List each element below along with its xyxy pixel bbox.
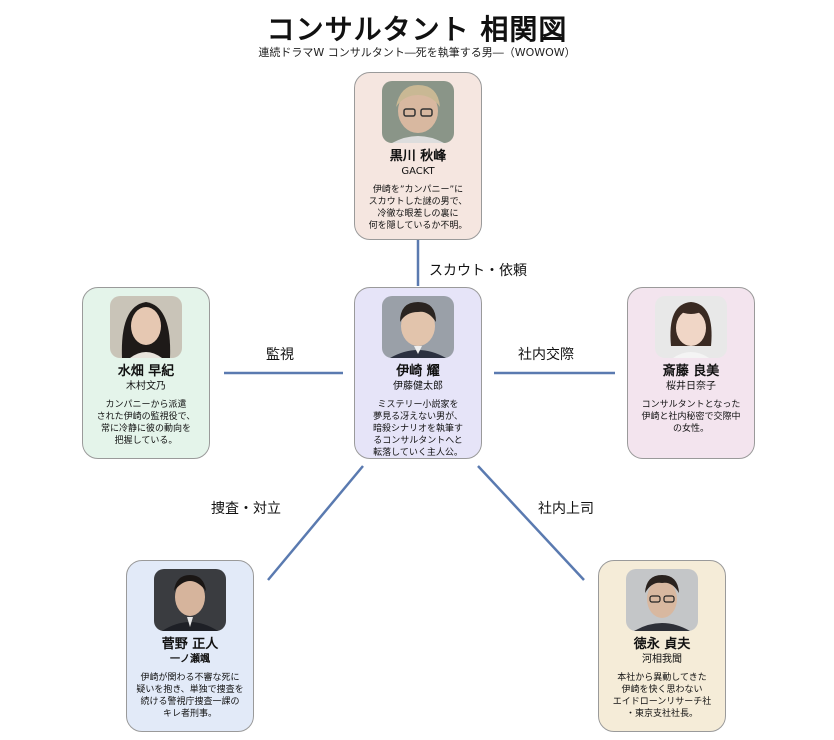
- relation-label-investigate: 捜査・対立: [211, 501, 281, 517]
- actor-name: GACKT: [401, 166, 435, 177]
- actor-name: 木村文乃: [126, 381, 166, 392]
- character-name: 菅野 正人: [161, 637, 219, 652]
- portrait-tokunaga: [626, 569, 698, 631]
- portrait-sugano: [154, 569, 226, 631]
- actor-name: 伊藤健太郎: [393, 381, 443, 392]
- portrait-izaki: [382, 296, 454, 358]
- relation-label-scout: スカウト・依頼: [429, 263, 527, 279]
- character-description: 伊崎を”カンパニー”に スカウトした謎の男で、 冷徹な眼差しの裏に 何を隠してい…: [368, 185, 468, 231]
- character-name: 黒川 秋峰: [389, 149, 447, 164]
- actor-name: 桜井日奈子: [666, 381, 716, 392]
- character-name: 水畑 早紀: [117, 364, 175, 379]
- character-card-tokunaga[interactable]: 徳永 貞夫 河相我聞 本社から異動してきた 伊崎を快く思わない エイドローンリサ…: [598, 560, 726, 732]
- relation-label-boss: 社内上司: [538, 501, 594, 517]
- line-boss: [477, 465, 585, 581]
- actor-name: 一ノ瀬颯: [170, 654, 210, 665]
- character-card-izaki[interactable]: 伊崎 耀 伊藤健太郎 ミステリー小説家を 夢見る冴えない男が、 暗殺シナリオを執…: [354, 287, 482, 459]
- character-description: 本社から異動してきた 伊崎を快く思わない エイドローンリサーチ社 ・東京支社社長…: [612, 673, 712, 719]
- relation-label-romance: 社内交際: [518, 347, 574, 363]
- character-description: ミステリー小説家を 夢見る冴えない男が、 暗殺シナリオを執筆す るコンサルタント…: [372, 400, 463, 458]
- diagram-title: コンサルタント 相関図: [266, 13, 568, 46]
- portrait-mizuhata: [110, 296, 182, 358]
- actor-name: 河相我聞: [642, 654, 682, 665]
- character-name: 斎藤 良美: [662, 364, 720, 379]
- portrait-saito: [655, 296, 727, 358]
- character-description: カンパニーから派遣 された伊崎の監視役で、 常に冷静に彼の動向を 把握している。: [96, 400, 196, 446]
- character-card-sugano[interactable]: 菅野 正人 一ノ瀬颯 伊崎が関わる不審な死に 疑いを抱き、単独で捜査を 続ける警…: [126, 560, 254, 732]
- character-card-kurokawa[interactable]: 黒川 秋峰 GACKT 伊崎を”カンパニー”に スカウトした謎の男で、 冷徹な眼…: [354, 72, 482, 240]
- relation-label-watch: 監視: [266, 347, 294, 363]
- character-name: 徳永 貞夫: [633, 637, 691, 652]
- line-investigate: [267, 465, 364, 581]
- character-description: コンサルタントとなった 伊崎と社内秘密で交際中 の女性。: [641, 400, 741, 434]
- diagram-subtitle: 連続ドラマW コンサルタント―死を執筆する男―（WOWOW）: [258, 46, 576, 59]
- character-name: 伊崎 耀: [396, 364, 440, 379]
- character-card-mizuhata[interactable]: 水畑 早紀 木村文乃 カンパニーから派遣 された伊崎の監視役で、 常に冷静に彼の…: [82, 287, 210, 459]
- character-card-saito[interactable]: 斎藤 良美 桜井日奈子 コンサルタントとなった 伊崎と社内秘密で交際中 の女性。: [627, 287, 755, 459]
- portrait-kurokawa: [382, 81, 454, 143]
- character-description: 伊崎が関わる不審な死に 疑いを抱き、単独で捜査を 続ける警視庁捜査一課の キレ者…: [136, 673, 244, 719]
